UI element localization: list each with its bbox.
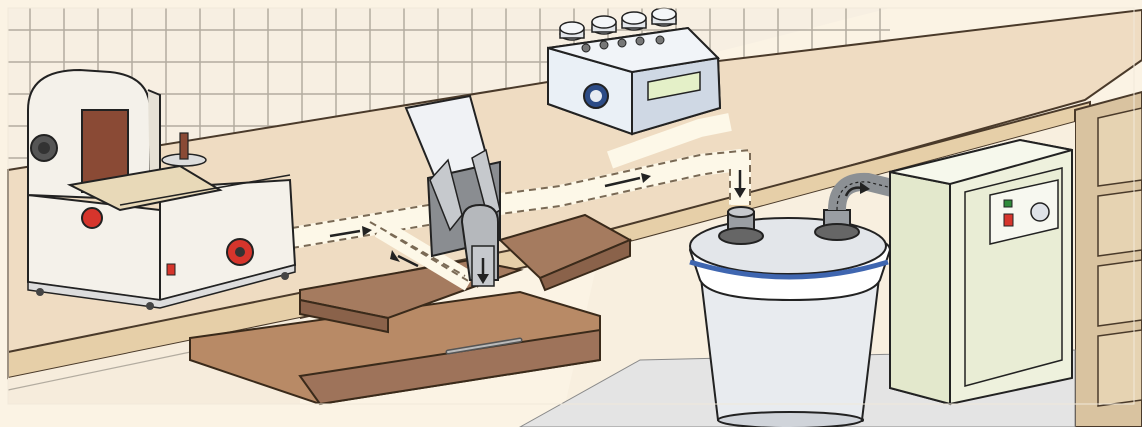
- power-knob-red: [82, 208, 102, 228]
- bucket-lid: [690, 218, 886, 274]
- vacuum-cabinet-icon: [890, 140, 1072, 404]
- red-button: [1004, 214, 1013, 226]
- green-indicator: [1004, 200, 1012, 207]
- power-switch-red: [167, 264, 175, 275]
- dial: [1031, 203, 1049, 221]
- spindle: [180, 133, 188, 159]
